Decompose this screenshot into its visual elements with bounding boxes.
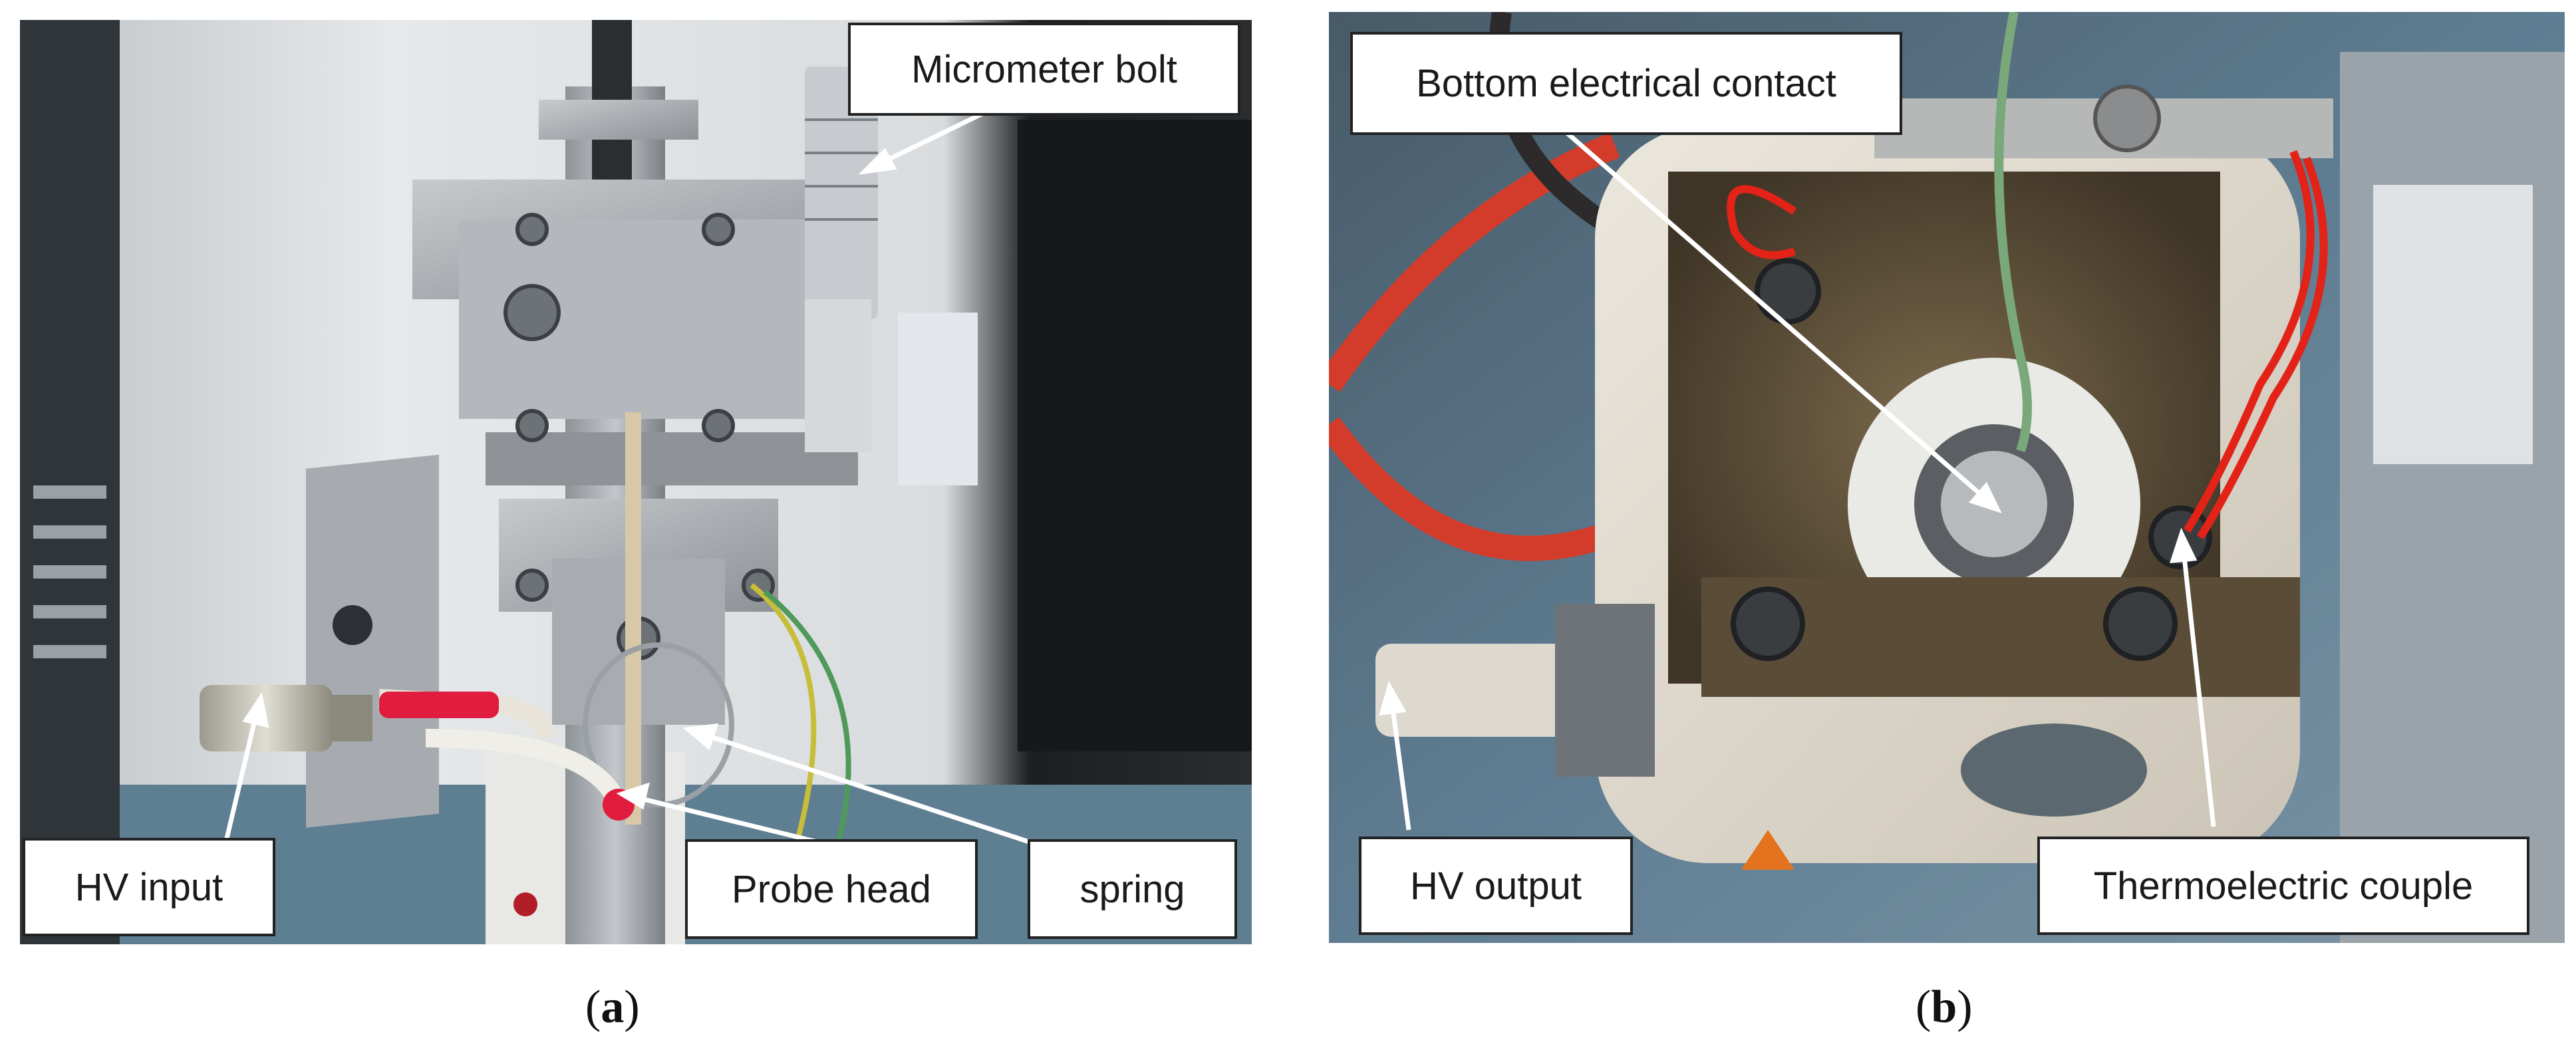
annotation-arrows-a [223,94,1099,867]
photo-b-illustration [1329,12,2565,943]
label-probe-head: Probe head [685,839,978,939]
label-hv-input: HV input [23,838,275,936]
label-bottom-electrical-contact: Bottom electrical contact [1350,32,1902,135]
label-micrometer-bolt: Micrometer bolt [848,23,1240,116]
caption-a: (a) [585,982,640,1033]
photo-panel-a: Micrometer bolt HV input Probe head spri… [20,20,1252,944]
photo-panel-b: Bottom electrical contact HV output Ther… [1329,12,2565,943]
annotation-arrows-b [1379,126,2216,831]
label-hv-output: HV output [1359,837,1633,935]
label-thermoelectric-couple: Thermoelectric couple [2037,837,2529,935]
label-spring: spring [1028,839,1237,939]
caption-b: (b) [1916,982,1973,1033]
